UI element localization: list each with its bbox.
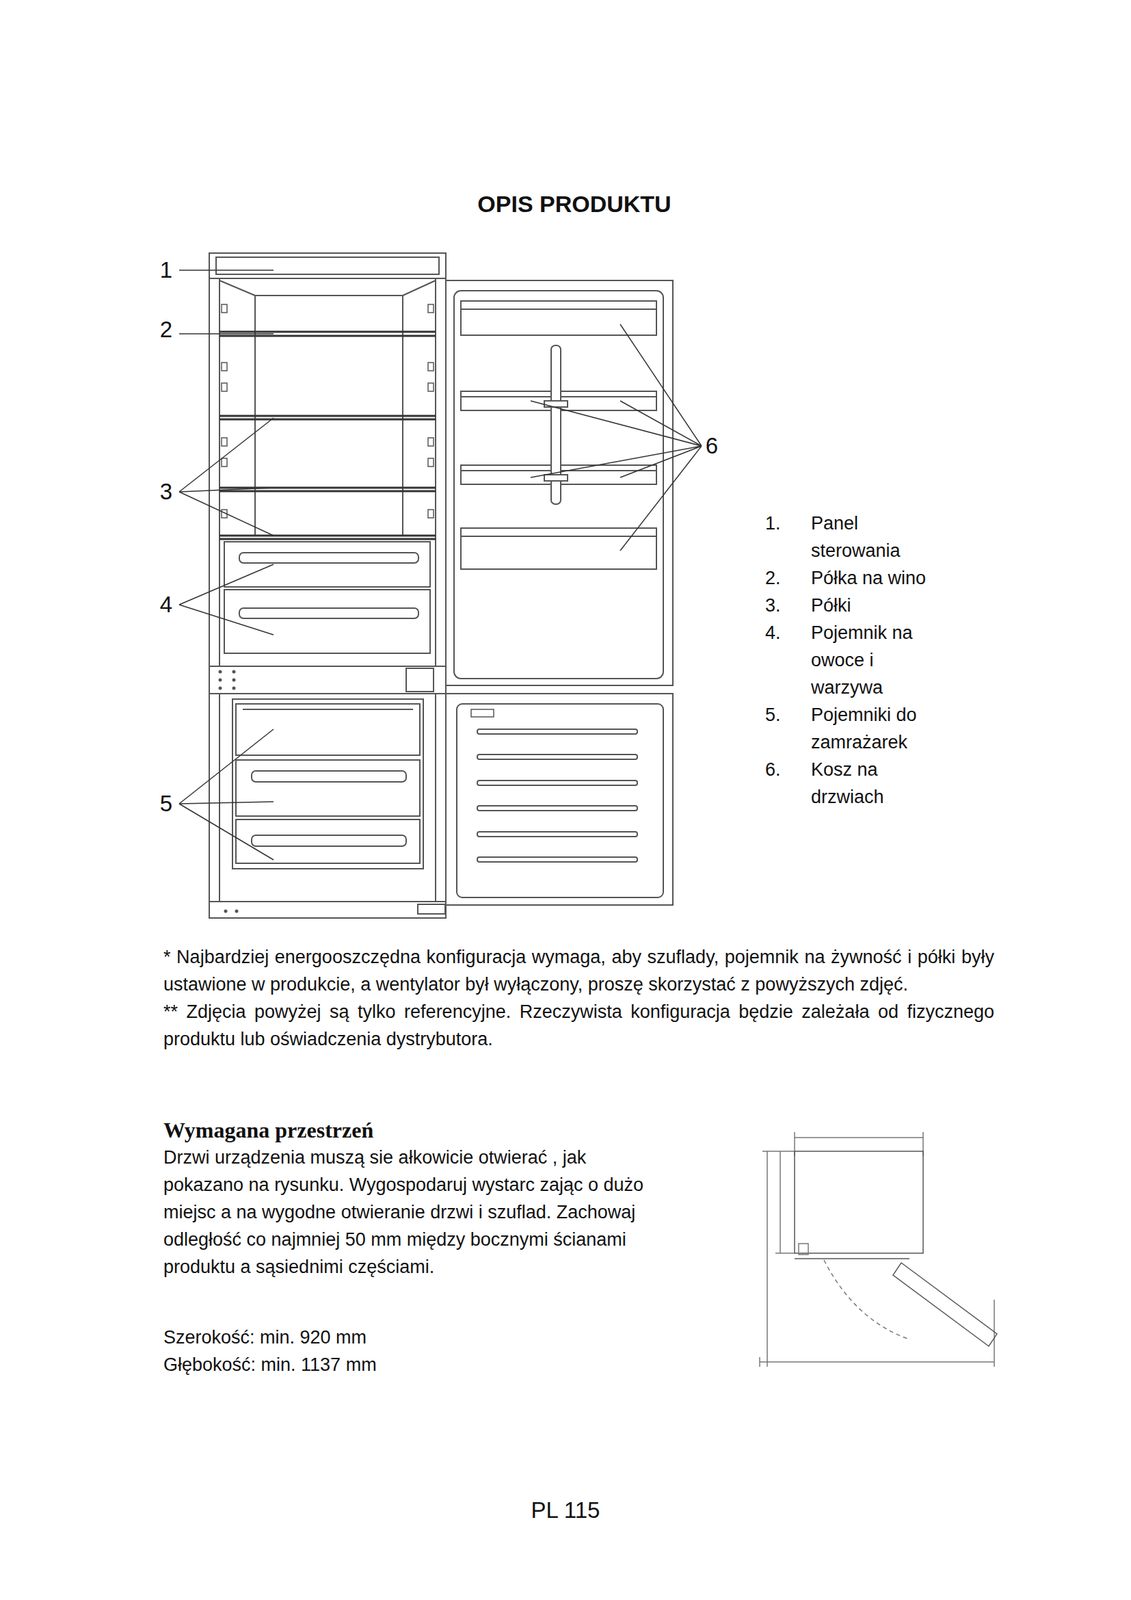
leader-line (179, 728, 274, 860)
dot (235, 909, 239, 913)
leader-line (179, 417, 274, 536)
list-row: 4.Pojemnik na owoce i warzywa (765, 618, 971, 701)
door-rail (477, 856, 638, 862)
door-rail (477, 805, 638, 811)
leader-line (179, 269, 274, 271)
section-heading: Wymagana przestrzeń (163, 1115, 711, 1144)
page-title: OPIS PRODUKTU (369, 188, 780, 219)
list-number: 1. (765, 509, 811, 565)
paragraph-block: Drzwi urządzenia muszą sie ałkowicie otw… (163, 1143, 654, 1281)
door-liner (456, 703, 664, 898)
dot (218, 678, 223, 682)
callout-number: 5 (152, 789, 180, 818)
section-heading-block: Wymagana przestrzeń (163, 1115, 711, 1144)
hinge (406, 668, 434, 692)
freezer-door (445, 693, 673, 905)
callout-number: 2 (152, 315, 180, 344)
space-drawing (759, 1131, 997, 1367)
list-number: 5. (765, 700, 811, 756)
freezer-liner (232, 698, 424, 869)
parts-list: 1.Panel sterowania2.Półka na wino3.Półki… (765, 509, 971, 811)
dimensions-block: Szerokość: min. 920 mmGłębokość: min. 11… (163, 1323, 643, 1378)
drawer-handle (239, 552, 419, 563)
dot (232, 678, 236, 682)
callout-box: 3 (152, 477, 180, 506)
hinge (417, 903, 446, 914)
footer-block: PL 115 (428, 1496, 703, 1524)
list-number: 3. (765, 591, 811, 619)
list-row: 3.Półki (765, 591, 971, 619)
divider-tab (544, 400, 568, 407)
drawer-handle (251, 770, 407, 782)
callout-box: 5 (152, 789, 180, 818)
list-row: 6.Kosz na drzwiach (765, 755, 971, 811)
door-rail (477, 831, 638, 837)
list-row: 5.Pojemniki do zamrażarek (765, 700, 971, 756)
fridge-door (445, 280, 673, 686)
drawer-handle (239, 607, 419, 619)
callout-box: 1 (152, 256, 180, 284)
cabinet-outline (209, 253, 446, 918)
door-liner (454, 290, 664, 679)
dot (218, 686, 223, 690)
list-number: 4. (765, 618, 811, 701)
door-outline (445, 693, 673, 905)
door-outline (445, 280, 673, 686)
list-row: 2.Półka na wino (765, 564, 971, 592)
note-text: ** Zdjęcia powyżej są tylko referencyjne… (163, 997, 995, 1053)
hinge (798, 1243, 809, 1255)
door-rail (477, 728, 638, 734)
fridge-plan (794, 1150, 924, 1259)
dot (232, 686, 236, 690)
callout-box: 6 (698, 432, 726, 460)
drawer-handle (251, 834, 407, 846)
open-door (893, 1262, 997, 1346)
rating-plate (471, 709, 494, 717)
part-name: Półka na wino (810, 564, 948, 592)
dimension-text: Głębokość: min. 1137 mm (163, 1350, 643, 1378)
dot (232, 670, 236, 674)
door-bins (460, 300, 657, 569)
divider-tab (544, 474, 568, 481)
list-row: 1.Panel sterowania (765, 509, 971, 565)
door-rail (477, 754, 638, 760)
leader-line (179, 564, 274, 635)
part-name: Pojemnik na owoce i warzywa (810, 618, 948, 701)
door-swing (823, 1259, 910, 1339)
dimension-lines (759, 1131, 995, 1367)
dot (218, 670, 223, 674)
callout-number: 4 (152, 590, 180, 619)
leader-line (530, 324, 702, 551)
leader-line (179, 333, 274, 335)
part-name: Pojemniki do zamrażarek (810, 700, 948, 756)
list-number: 2. (765, 564, 811, 592)
notes-block: * Najbardziej energooszczędna konfigurac… (163, 942, 995, 1053)
callout-box: 4 (152, 590, 180, 619)
dot (224, 909, 228, 913)
title-block: OPIS PRODUKTU (369, 188, 780, 219)
callout-number: 6 (698, 432, 726, 460)
back-wall (219, 280, 436, 536)
callout-number: 1 (152, 256, 180, 284)
note-text: * Najbardziej energooszczędna konfigurac… (163, 942, 995, 998)
cabinet (209, 253, 446, 918)
callout-number: 3 (152, 477, 180, 506)
dimension-text: Szerokość: min. 920 mm (163, 1323, 643, 1351)
part-name: Półki (810, 591, 948, 619)
list-number: 6. (765, 755, 811, 811)
crisper-drawers (224, 541, 431, 654)
part-name: Panel sterowania (810, 509, 948, 565)
freezer-drawers (235, 703, 420, 863)
page-number: PL 115 (428, 1496, 703, 1524)
leader-lines (179, 270, 702, 860)
part-name: Kosz na drzwiach (810, 755, 948, 811)
dots (218, 670, 239, 913)
body-text: Drzwi urządzenia muszą sie ałkowicie otw… (163, 1143, 654, 1281)
callout-box: 2 (152, 315, 180, 344)
door-rail (477, 780, 638, 785)
